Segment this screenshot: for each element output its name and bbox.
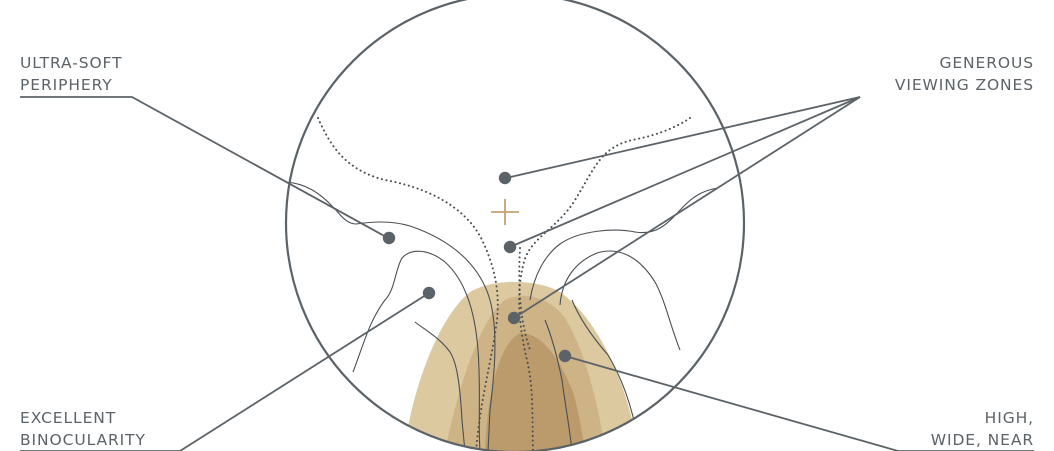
marker-near-zone — [508, 312, 520, 324]
marker-distance-zone — [499, 172, 511, 184]
label-line: BINOCULARITY — [20, 429, 146, 451]
leader-viewing-zone-3 — [514, 97, 860, 318]
label-line: PERIPHERY — [20, 74, 122, 96]
label-excellent-binocularity: EXCELLENT BINOCULARITY — [20, 407, 146, 451]
label-line: GENEROUS — [895, 52, 1034, 74]
label-high-wide-near: HIGH, WIDE, NEAR — [931, 407, 1034, 451]
marker-intermediate-zone — [504, 241, 516, 253]
label-generous-viewing-zones: GENEROUS VIEWING ZONES — [895, 52, 1034, 96]
label-ultra-soft-periphery: ULTRA-SOFT PERIPHERY — [20, 52, 122, 96]
marker-periphery — [383, 232, 395, 244]
label-line: HIGH, — [931, 407, 1034, 429]
label-line: WIDE, NEAR — [931, 429, 1034, 451]
plus-cross-icon — [491, 199, 519, 225]
label-line: VIEWING ZONES — [895, 74, 1034, 96]
leader-ultra-soft-periphery — [20, 97, 388, 238]
label-line: EXCELLENT — [20, 407, 146, 429]
leader-viewing-zone-1 — [506, 97, 860, 178]
label-line: ULTRA-SOFT — [20, 52, 122, 74]
marker-binocularity — [423, 287, 435, 299]
leader-viewing-zone-2 — [510, 97, 860, 247]
marker-near-width — [559, 350, 571, 362]
